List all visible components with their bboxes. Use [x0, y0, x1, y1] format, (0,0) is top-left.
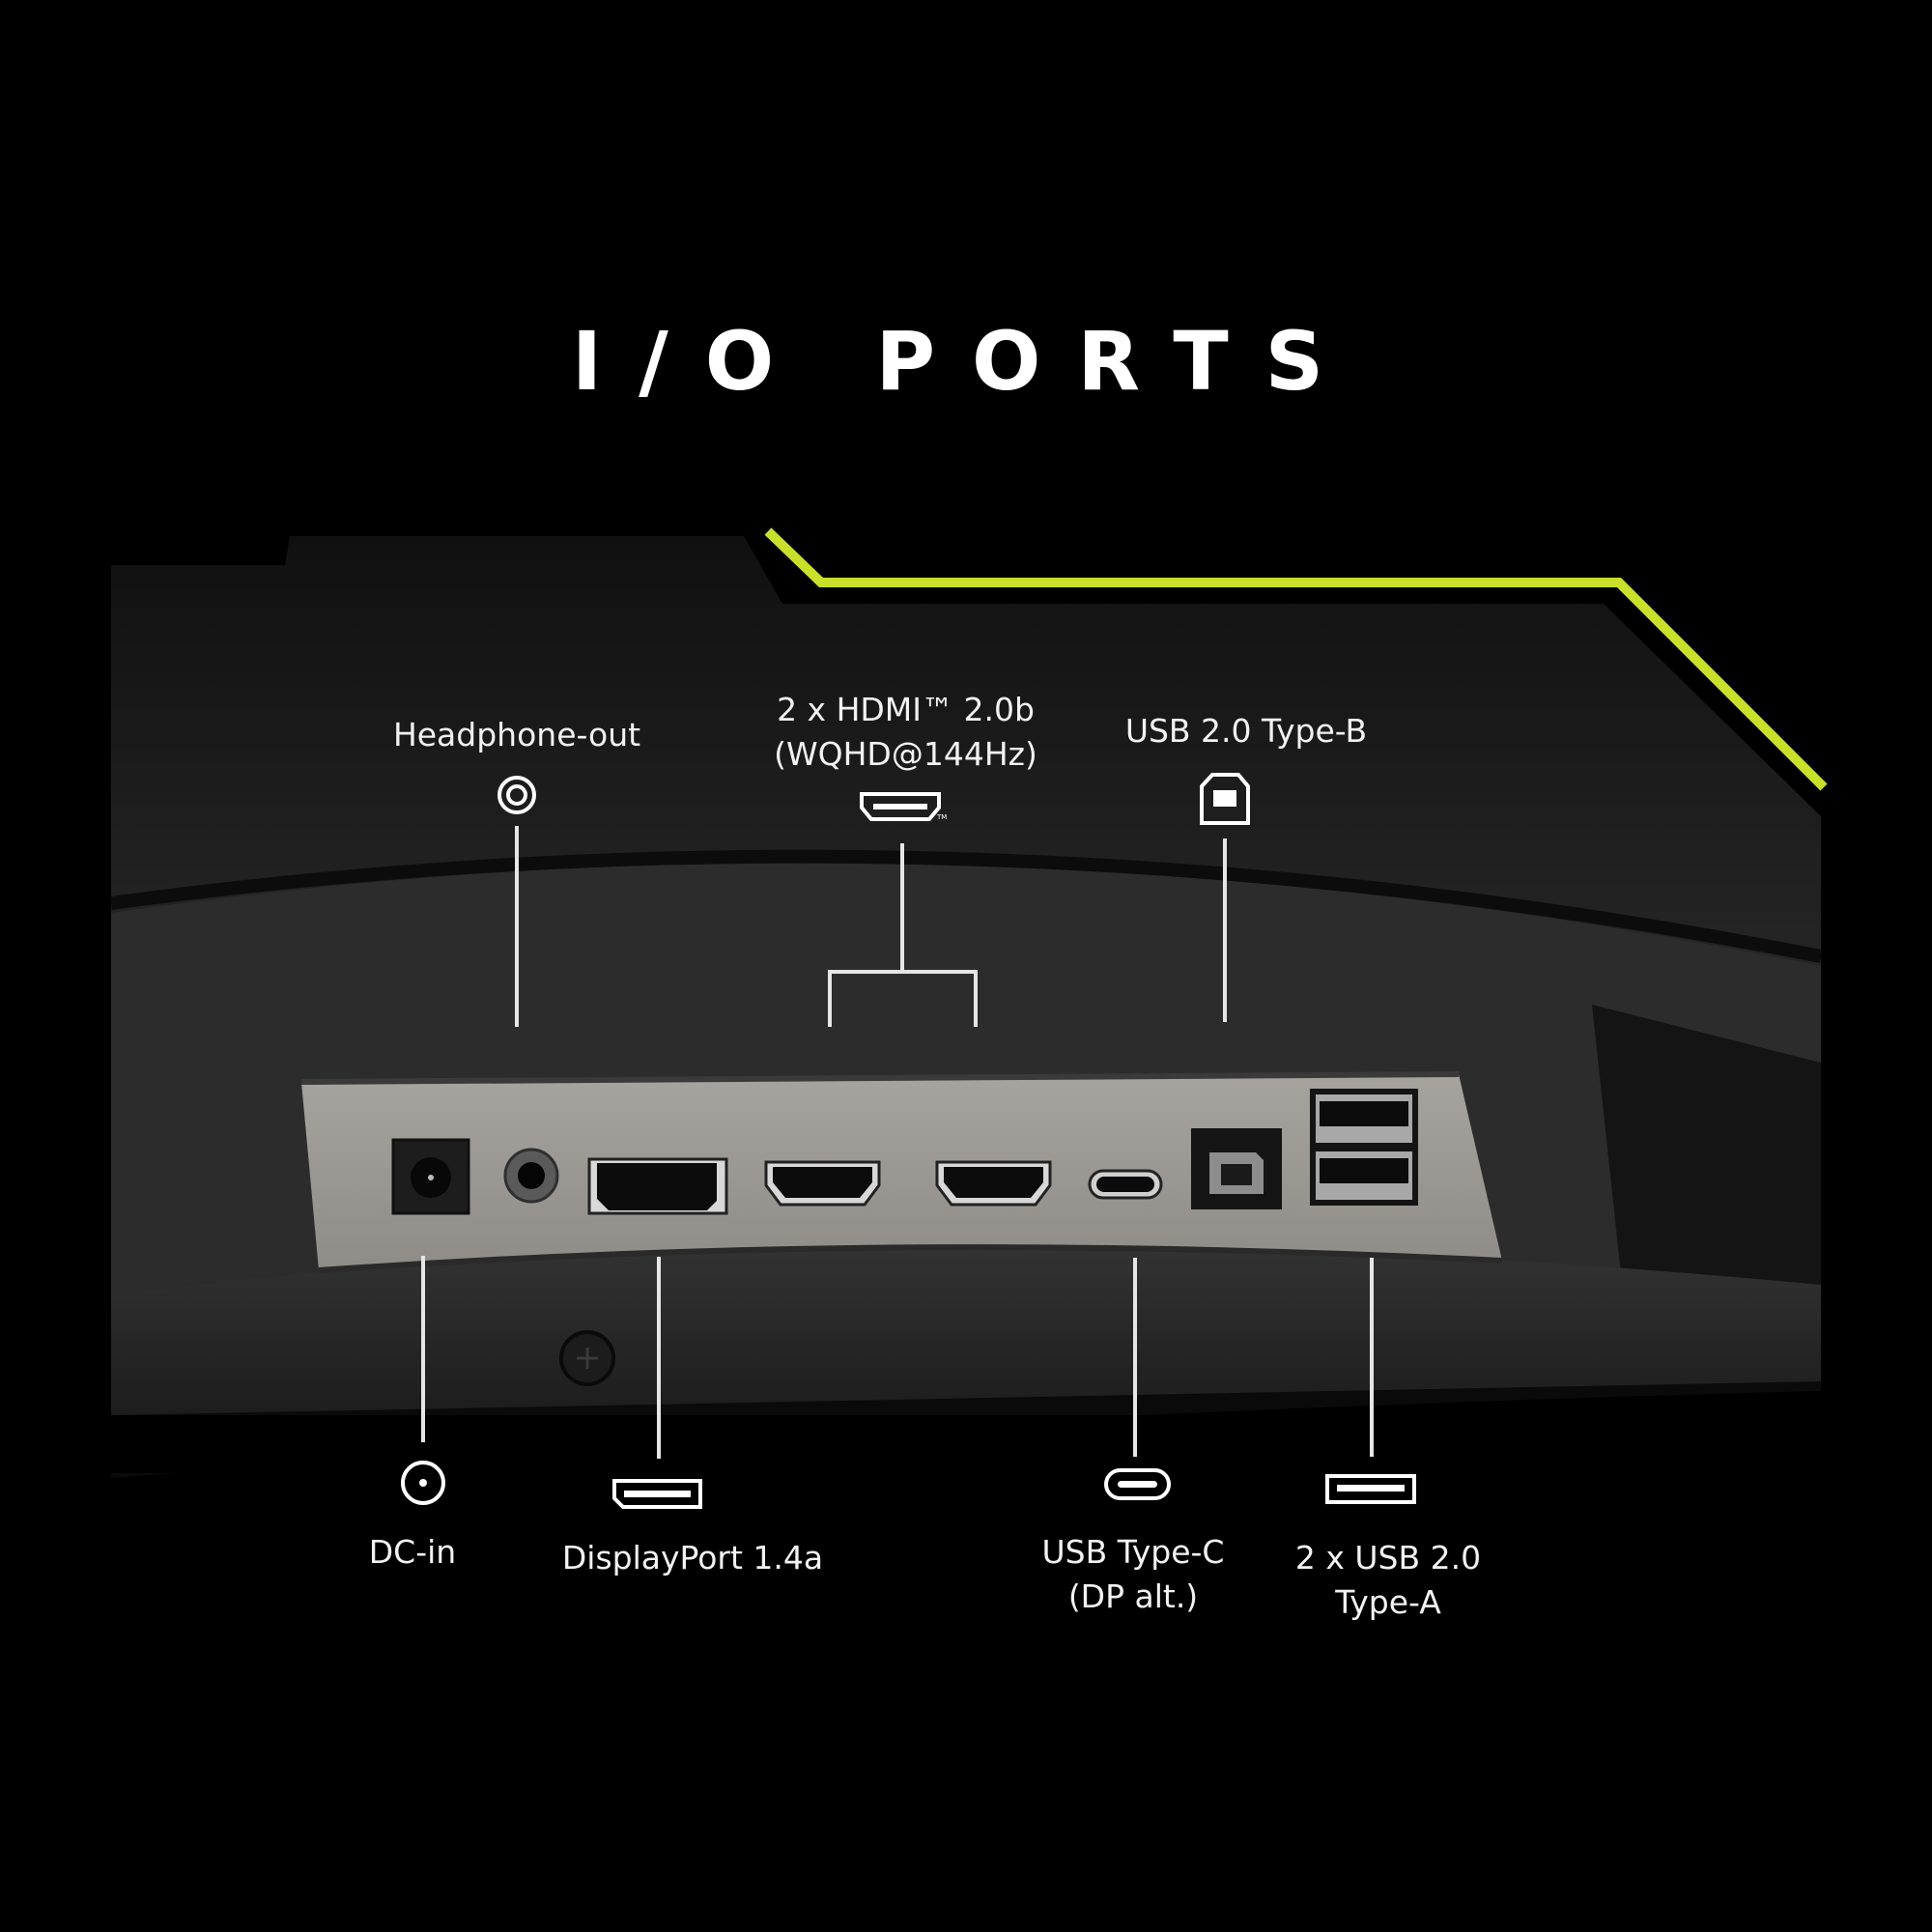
- usb-type-a-icon: [1325, 1474, 1416, 1504]
- dc-in-icon: [401, 1461, 445, 1505]
- displayport-port: [587, 1157, 728, 1215]
- hdmi-port-2: [935, 1160, 1052, 1207]
- headphone-jack-icon: [497, 776, 536, 814]
- hdmi-label-line2: (WQHD@144Hz): [774, 735, 1037, 773]
- label-displayport: DisplayPort 1.4a: [548, 1536, 838, 1580]
- io-panel: [300, 1071, 1503, 1273]
- svg-text:TM: TM: [936, 813, 947, 821]
- label-usb-type-c: USB Type-C (DP alt.): [1008, 1530, 1259, 1619]
- hdmi-port-1: [764, 1160, 881, 1207]
- label-usb-type-a: 2 x USB 2.0 Type-A: [1263, 1536, 1514, 1625]
- label-headphone-out: Headphone-out: [372, 713, 662, 757]
- headphone-jack-port: [503, 1148, 559, 1204]
- usb-type-a-ports: [1310, 1089, 1418, 1206]
- usb-type-b-port: [1191, 1128, 1282, 1209]
- label-dc-in: DC-in: [316, 1530, 509, 1575]
- displayport-icon: [612, 1479, 702, 1509]
- monitor-back: [110, 536, 1823, 1478]
- usb-type-c-label-line2: (DP alt.): [1067, 1577, 1199, 1615]
- usb-type-a-label-line1: 2 x USB 2.0: [1294, 1539, 1482, 1577]
- hdmi-label-line1: 2 x HDMI™ 2.0b: [777, 691, 1035, 728]
- usb-type-b-label: USB 2.0 Type-B: [1124, 712, 1368, 750]
- hdmi-icon: TM: [860, 792, 947, 821]
- screw: [559, 1330, 615, 1386]
- page-title: I/O PORTS: [571, 314, 1361, 409]
- headphone-out-label: Headphone-out: [392, 716, 641, 753]
- accent-line: [764, 527, 1828, 791]
- usb-type-c-label-line1: USB Type-C: [1041, 1533, 1225, 1571]
- usb-type-c-icon: [1104, 1468, 1171, 1500]
- label-hdmi: 2 x HDMI™ 2.0b (WQHD@144Hz): [744, 688, 1067, 777]
- leader-hdmi: [828, 843, 978, 1027]
- label-usb-type-b: USB 2.0 Type-B: [1101, 709, 1391, 753]
- leader-lines: [421, 826, 1374, 1459]
- usb-type-a-label-line2: Type-A: [1335, 1583, 1441, 1621]
- dc-in-port: [391, 1138, 470, 1215]
- dc-in-label: DC-in: [368, 1533, 457, 1571]
- usb-type-b-icon: [1200, 773, 1250, 825]
- displayport-label: DisplayPort 1.4a: [561, 1539, 824, 1577]
- usb-type-c-port: [1088, 1169, 1163, 1200]
